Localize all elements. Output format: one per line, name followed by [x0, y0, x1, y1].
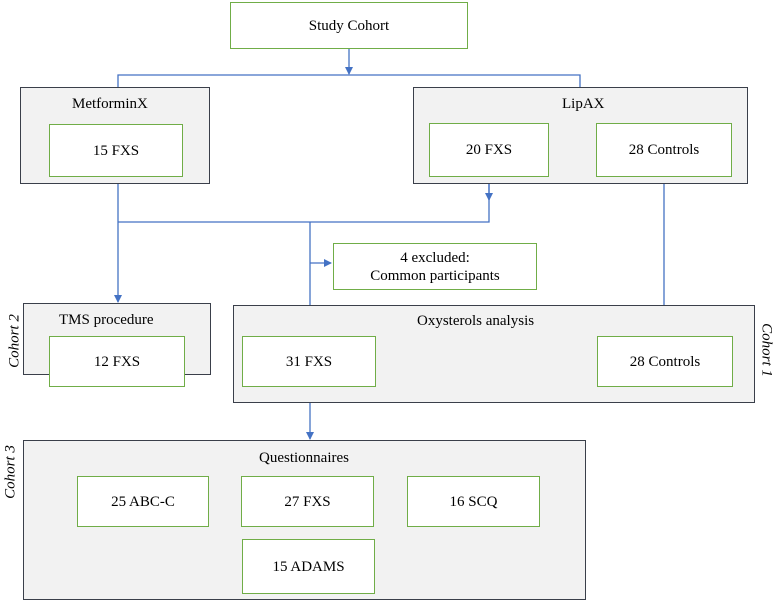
questionnaires-adams-label: 15 ADAMS	[272, 558, 345, 575]
questionnaires-title: Questionnaires	[259, 450, 349, 466]
lipax-controls-box: 28 Controls	[596, 123, 732, 177]
tms-fxs-box: 12 FXS	[49, 336, 185, 387]
questionnaires-scq-box: 16 SCQ	[407, 476, 540, 527]
metforminx-fxs-label: 15 FXS	[92, 142, 140, 159]
tms-fxs-label: 12 FXS	[93, 353, 141, 370]
questionnaires-adams-box: 15 ADAMS	[242, 539, 375, 594]
excluded-line2: Common participants	[370, 267, 500, 284]
cohort1-label: Cohort 1	[758, 323, 775, 377]
metforminx-fxs-box: 15 FXS	[49, 124, 183, 177]
study-cohort-box: Study Cohort	[230, 2, 468, 49]
study-cohort-label: Study Cohort	[308, 17, 390, 34]
lipax-fxs-label: 20 FXS	[465, 142, 513, 158]
lipax-title: LipAX	[562, 96, 605, 112]
oxysterols-controls-label: 28 Controls	[629, 353, 701, 370]
excluded-box: 4 excluded: Common participants	[333, 243, 537, 290]
oxysterols-fxs-label: 31 FXS	[285, 353, 333, 370]
excluded-line1: 4 excluded:	[400, 249, 470, 266]
oxysterols-controls-box: 28 Controls	[597, 336, 733, 387]
questionnaires-fxs-label: 27 FXS	[284, 493, 331, 510]
oxysterols-fxs-box: 31 FXS	[242, 336, 376, 387]
questionnaires-fxs-box: 27 FXS	[241, 476, 374, 527]
questionnaires-abc-label: 25 ABC-C	[111, 493, 175, 510]
lipax-fxs-box: 20 FXS	[429, 123, 549, 177]
questionnaires-abc-box: 25 ABC-C	[77, 476, 209, 527]
lipax-controls-label: 28 Controls	[628, 142, 700, 158]
cohort2-label: Cohort 2	[6, 314, 23, 368]
questionnaires-scq-label: 16 SCQ	[449, 493, 498, 510]
cohort3-label: Cohort 3	[2, 445, 19, 499]
tms-title: TMS procedure	[59, 312, 154, 328]
metforminx-title: MetforminX	[72, 96, 148, 112]
oxysterols-title: Oxysterols analysis	[417, 313, 535, 329]
